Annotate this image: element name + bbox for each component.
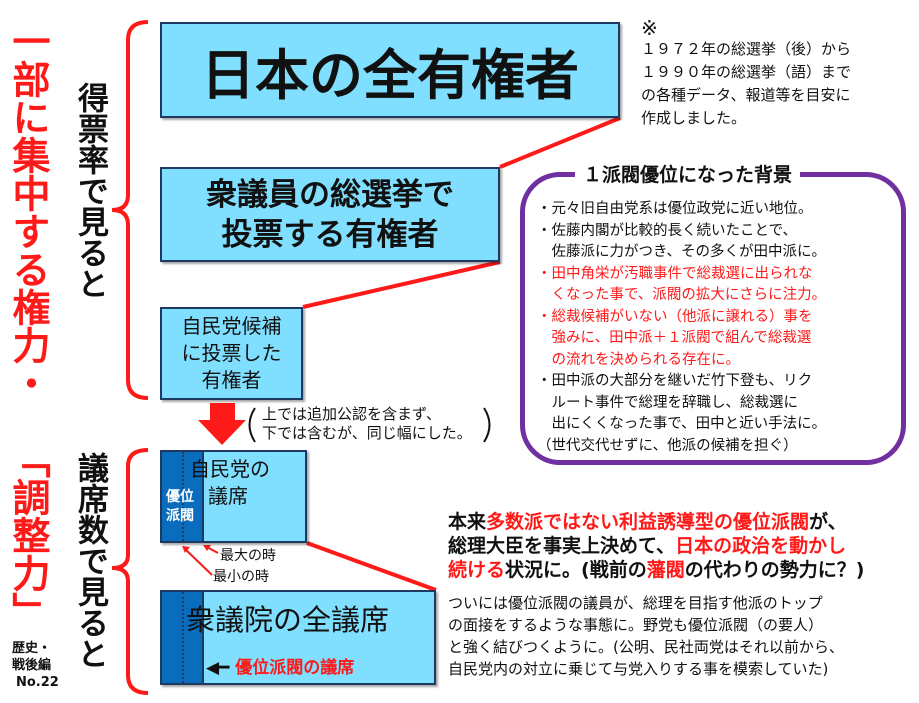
conclusion-line: 総理大臣を事実上決めて、日本の政治を動かし <box>448 535 847 557</box>
ldp-seats-label: 自民党の議席 <box>190 457 270 508</box>
max-arrow-head-icon <box>203 545 211 551</box>
background-list-item: ・田中派の大部分を継いだ竹下登も、リク <box>537 373 813 389</box>
series-line1: 歴史・ <box>12 641 52 656</box>
background-list-item: の流れを決められる存在に。 <box>537 351 740 368</box>
series-label: 歴史・戦後編 No.22 <box>12 640 59 691</box>
width-note: 上では追加公認を含まず、下では含むが、同じ幅にした。 <box>262 405 472 443</box>
series-number: No.22 <box>16 675 59 690</box>
background-list-item: 佐藤派に力がつき、その多くが田中派に。 <box>537 244 826 260</box>
width-note-line: 上では追加公認を含まず、 <box>262 405 441 423</box>
background-box-title: １派閥優位になった背景 <box>575 160 801 187</box>
background-list-item: 出にくくなった事で、田中と近い手法に。 <box>537 416 827 432</box>
section-vote-label: 得票率で見ると <box>72 82 108 299</box>
min-divider-line <box>182 592 184 683</box>
conclusion-text: 本来多数派ではない利益誘導型の優位派閥が、 総理大臣を事実上決めて、日本の政治を… <box>448 510 864 582</box>
background-list-item: ・佐藤内閣が比較的長く続いたことで、 <box>537 222 797 239</box>
ldp-voters-line: 自民党候補 <box>181 314 282 338</box>
all-seats-box: 衆議院の全議席 ◀━ 優位派閥の議席 <box>160 590 436 685</box>
min-label: 最小の時 <box>213 569 269 585</box>
min-arrow-icon <box>183 547 213 576</box>
series-line2: 戦後編 <box>12 658 52 673</box>
min-divider-line <box>182 452 184 541</box>
source-note-line: 作成しました。 <box>641 109 747 127</box>
ldp-seats-box: 優位派閥 自民党の議席 <box>160 450 307 543</box>
conclusion-line: 続ける状況に。(戦前の藩閥の代わりの勢力に？) <box>448 559 865 581</box>
left-arrow-icon: ◀━ <box>206 658 230 678</box>
source-note-line: １９９０年の総選挙（語）まで <box>641 63 852 81</box>
ldp-voters-box: 自民党候補に投票した有権者 <box>160 307 303 400</box>
conclusion-detail: ついには優位派閥の議員が、総理を目指す他派のトップの面接をするような事態に。野党… <box>448 592 844 680</box>
election-voters-line: 衆議員の総選挙で <box>206 176 454 213</box>
dominant-seats-text: 優位派閥の議席 <box>235 658 355 678</box>
election-voters-box: 衆議員の総選挙で投票する有権者 <box>160 167 500 262</box>
election-voters-line: 投票する有権者 <box>221 216 439 253</box>
main-title-part2: 「調整力」 <box>6 440 50 630</box>
conclusion-detail-line: 自民党内の対立に乗じて与党入りする事を模索していた) <box>448 660 829 678</box>
background-list-item: ・田中角栄が汚職事件で総裁選に出られな <box>537 265 813 282</box>
background-list-item: くなった事で、派閥の拡大にさらに注力。 <box>537 287 827 303</box>
conclusion-detail-line: ついには優位派閥の議員が、総理を目指す他派のトップ <box>448 594 823 612</box>
dominant-faction-label: 優位派閥 <box>166 489 194 524</box>
width-note-line: 下では含むが、同じ幅にした。 <box>262 424 472 442</box>
all-seats-label: 衆議院の全議席 <box>186 603 390 637</box>
background-list-item: ルート事件で総理を辞職し、総裁選に <box>537 394 798 411</box>
background-list-item: ・総裁候補がいない（他派に譲れる）事を <box>537 308 813 325</box>
background-list-item: （世代交代せずに、他派の候補を担ぐ） <box>537 437 798 454</box>
conclusion-detail-line: の面接をするような事態に。野党も優位派閥（の要人） <box>448 616 824 634</box>
bracket-vote <box>111 20 149 400</box>
source-note-line: １９７２年の総選挙（後）から <box>641 40 852 58</box>
down-arrow-icon <box>198 403 246 445</box>
ldp-voters-line: 有権者 <box>201 368 262 392</box>
connector-line <box>302 260 501 309</box>
section-seats-label: 議席数で見ると <box>72 452 108 669</box>
background-box: １派閥優位になった背景 ・元々旧自由党系は優位政党に近い地位。・佐藤内閣が比較的… <box>520 160 906 465</box>
min-arrow-head-icon <box>182 546 190 553</box>
all-voters-box: 日本の全有権者 <box>160 22 620 118</box>
all-voters-label: 日本の全有権者 <box>201 43 579 107</box>
dominant-seats-label: ◀━ 優位派閥の議席 <box>206 653 354 678</box>
source-note: ※ １９７２年の総選挙（後）から １９９０年の総選挙（語）までの各種データ、報道等… <box>641 18 851 130</box>
background-list-item: 強みに、田中派＋１派閥で組んで総裁選 <box>537 330 812 346</box>
bracket-seats <box>111 448 149 695</box>
note-mark: ※ <box>641 16 658 40</box>
paren-left <box>248 407 256 443</box>
main-title-part1: 一部に集中する権力・ <box>6 22 50 402</box>
connector-line <box>306 541 437 592</box>
source-note-line: の各種データ、報道等を目安に <box>641 86 851 104</box>
background-list: ・元々旧自由党系は優位政党に近い地位。・佐藤内閣が比較的長く続いたことで、 佐藤… <box>537 199 826 457</box>
conclusion-detail-line: と強く結びつくように。(公明、民社両党はそれ以前から、 <box>448 638 844 656</box>
max-label: 最大の時 <box>220 548 276 564</box>
conclusion-line: 本来多数派ではない利益誘導型の優位派閥が、 <box>448 511 847 533</box>
background-list-item: ・元々旧自由党系は優位政党に近い地位。 <box>537 201 813 217</box>
paren-right <box>483 407 491 443</box>
ldp-voters-line: に投票した <box>181 341 282 365</box>
connector-line <box>499 116 621 169</box>
